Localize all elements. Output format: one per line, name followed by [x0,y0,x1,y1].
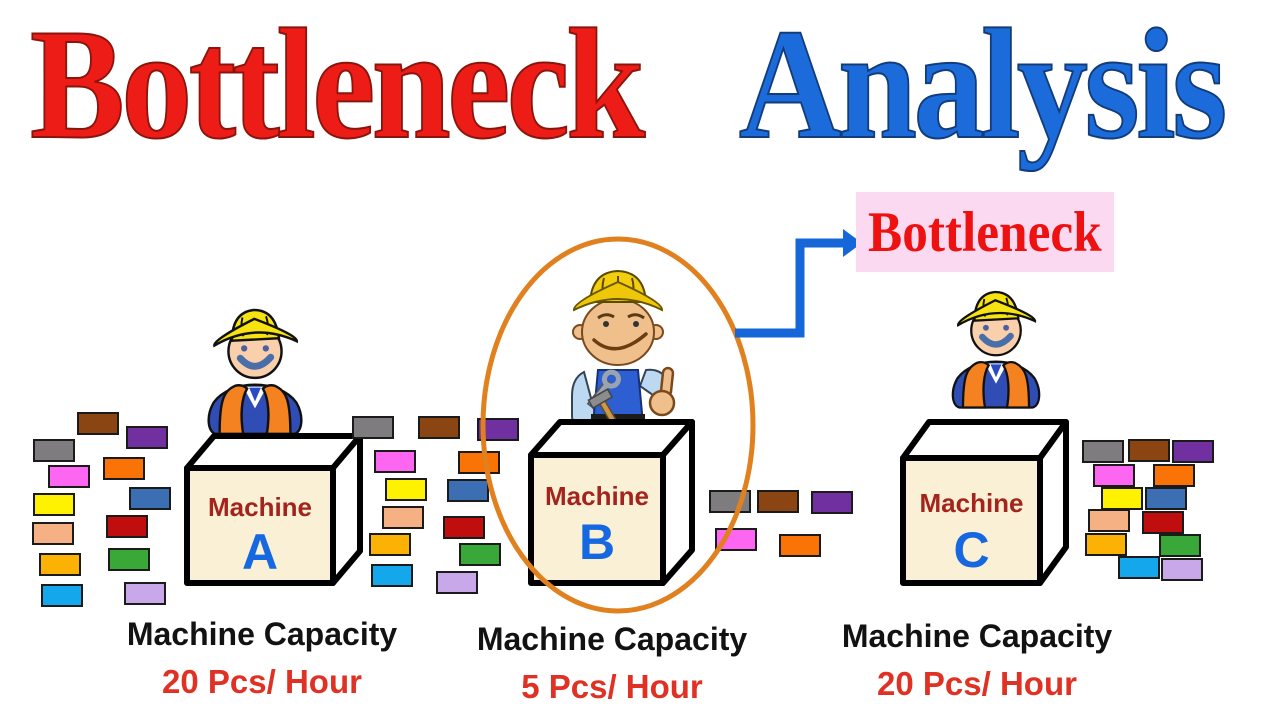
work-piece [352,416,394,439]
work-piece [709,490,751,513]
work-piece [1172,440,1214,463]
work-piece [1153,464,1195,487]
work-piece [443,516,485,539]
work-piece [715,528,757,551]
work-piece [1118,556,1160,579]
capacity-label-b: Machine Capacity 5 Pcs/ Hour [452,621,772,706]
work-piece [1093,464,1135,487]
work-piece [477,418,519,441]
bottleneck-callout: Bottleneck [856,192,1114,272]
work-piece [371,564,413,587]
work-piece [811,491,853,514]
work-piece [126,426,168,449]
work-piece [1088,509,1130,532]
work-piece [369,533,411,556]
work-piece [106,515,148,538]
work-piece [77,412,119,435]
work-piece [108,548,150,571]
work-piece [1101,487,1143,510]
work-piece [385,478,427,501]
work-piece [32,522,74,545]
capacity-label-a: Machine Capacity 20 Pcs/ Hour [102,616,422,701]
work-piece [48,465,90,488]
work-piece [374,450,416,473]
work-piece [1159,534,1201,557]
work-piece [1142,511,1184,534]
work-piece [129,487,171,510]
work-piece [1161,558,1203,581]
work-piece [103,457,145,480]
capacity-value-b: 5 Pcs/ Hour [521,667,703,705]
work-piece [779,534,821,557]
work-piece [1085,533,1127,556]
work-piece [39,553,81,576]
work-piece [458,451,500,474]
work-piece [33,439,75,462]
work-piece [459,543,501,566]
capacity-title-b: Machine Capacity [476,621,748,657]
capacity-value-a: 20 Pcs/ Hour [162,662,362,700]
work-piece [41,584,83,607]
bottleneck-callout-text: Bottleneck [868,200,1102,264]
capacity-value-c: 20 Pcs/ Hour [877,664,1077,702]
work-piece [757,490,799,513]
page-title: Bottleneck Analysis [29,0,1228,180]
capacity-label-c: Machine Capacity 20 Pcs/ Hour [817,618,1137,703]
work-piece [382,506,424,529]
title-word-bottleneck: Bottleneck [29,0,646,173]
work-piece [1082,440,1124,463]
work-piece [418,416,460,439]
work-piece [33,493,75,516]
title-word-analysis: Analysis [738,0,1228,173]
capacity-title-c: Machine Capacity [841,618,1113,654]
work-piece [124,582,166,605]
work-piece [1145,487,1187,510]
capacity-title-a: Machine Capacity [126,616,398,652]
work-piece [1128,439,1170,462]
work-piece [447,479,489,502]
work-piece [436,571,478,594]
